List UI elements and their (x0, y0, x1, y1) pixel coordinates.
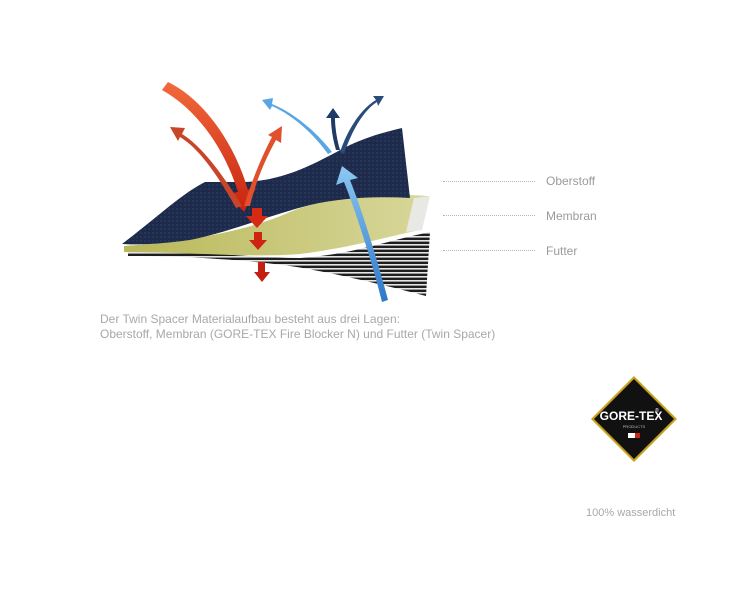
description-caption: Der Twin Spacer Materialaufbau besteht a… (100, 312, 560, 342)
heat-arrow-reflected-left (170, 127, 242, 208)
vapor-arrows (262, 96, 388, 302)
heat-arrow-through-2 (249, 232, 267, 250)
gore-tex-logo: GORE-TEX ® PRODUCTS (591, 376, 677, 462)
heat-arrow-reflected-right (244, 126, 282, 206)
logo-brand-text: GORE-TEX (600, 409, 663, 423)
label-membrane: Membran (546, 209, 597, 223)
outer-fabric-layer (122, 128, 410, 245)
membrane-edge (406, 196, 430, 232)
label-outer-fabric: Oberstoff (546, 174, 596, 188)
heat-arrow-through-1 (246, 208, 268, 228)
vapor-arrow-main (336, 166, 388, 302)
lining-layer (128, 232, 430, 296)
membrane-layer (124, 194, 428, 256)
logo-small-emblem (628, 433, 640, 438)
label-lining: Futter (546, 244, 578, 258)
caption-line-1: Der Twin Spacer Materialaufbau besteht a… (100, 312, 400, 326)
vapor-arrow-right (340, 96, 384, 154)
leader-line-lining (443, 250, 535, 251)
vapor-arrow-center (326, 108, 340, 150)
logo-small-emblem-accent (635, 433, 640, 438)
heat-arrows (162, 82, 282, 282)
waterproof-note: 100% wasserdicht (586, 507, 676, 519)
logo-sub-text: PRODUCTS (623, 424, 646, 429)
caption-line-2: Oberstoff, Membran (GORE-TEX Fire Blocke… (100, 327, 496, 341)
heat-arrow-through-3 (254, 262, 270, 282)
logo-registered-mark: ® (655, 407, 659, 414)
vapor-arrow-left (262, 98, 332, 154)
leader-line-outer (443, 181, 535, 182)
leader-line-membrane (443, 215, 535, 216)
